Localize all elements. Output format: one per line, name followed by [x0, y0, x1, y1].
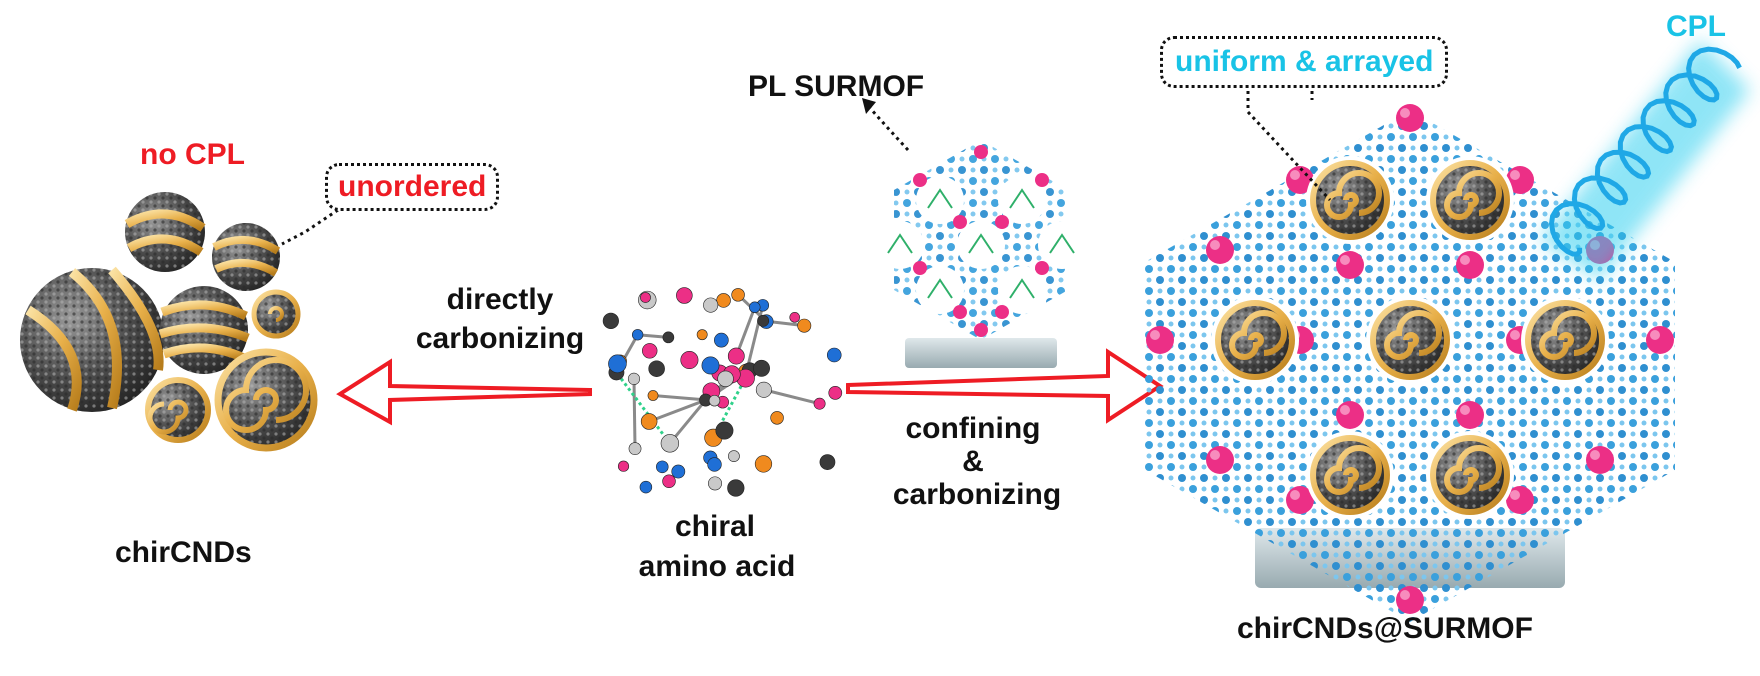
spiral-dot-icon [1306, 156, 1394, 244]
chircnds-surmof-framework [1145, 104, 1675, 622]
chircnd-sphere-icon [20, 266, 164, 412]
arrow-left-icon [336, 358, 592, 426]
chircnd-sphere-icon [212, 223, 281, 291]
chircnd-sphere-icon [145, 377, 211, 443]
chiral-amino-acid-label-line2: amino acid [638, 550, 796, 583]
arrowhead-pl-surmof [862, 98, 876, 114]
pl-surmof-framework [876, 140, 1086, 368]
chircnds-surmof-label: chirCNDs@SURMOF [1237, 612, 1533, 645]
callout-leader-pl-surmof [868, 107, 910, 152]
confining-label-line2: & [962, 445, 984, 478]
chircnd-sphere-icon [158, 286, 250, 374]
chircnd-sphere-icon [214, 348, 318, 452]
confining-label-line1: confining [905, 412, 1041, 445]
spiral-dot-icon [1426, 431, 1514, 519]
substrate-small [905, 338, 1057, 368]
directly-carbonizing-label-line2: carbonizing [415, 322, 585, 355]
molecule-icon [602, 287, 843, 497]
spiral-dot-icon [1426, 156, 1514, 244]
chircnd-sphere-icon [251, 289, 301, 339]
chircnds-cluster [20, 192, 318, 452]
cpl-label: CPL [1666, 10, 1726, 43]
arrow-right-icon [846, 348, 1164, 424]
spiral-dot-icon [1211, 296, 1299, 384]
no-cpl-label: no CPL [140, 138, 245, 171]
uniform-arrayed-callout: uniform & arrayed [1160, 36, 1449, 88]
chircnd-sphere-icon [124, 192, 206, 272]
chiral-amino-acid-label-line1: chiral [674, 510, 756, 543]
unordered-callout: unordered [325, 163, 500, 211]
directly-carbonizing-label-line1: directly [446, 283, 554, 316]
spiral-dot-icon [1366, 296, 1454, 384]
spiral-dot-icon [1521, 296, 1609, 384]
helix-light-icon [1540, 40, 1750, 280]
chircnds-label: chirCNDs [115, 536, 252, 569]
callout-leader-unordered [281, 208, 339, 246]
callout-leader-uniform-1 [1246, 84, 1332, 202]
spiral-dot-icon [1306, 431, 1394, 519]
pl-surmof-label: PL SURMOF [748, 70, 925, 103]
confining-label-line3: carbonizing [892, 478, 1062, 511]
